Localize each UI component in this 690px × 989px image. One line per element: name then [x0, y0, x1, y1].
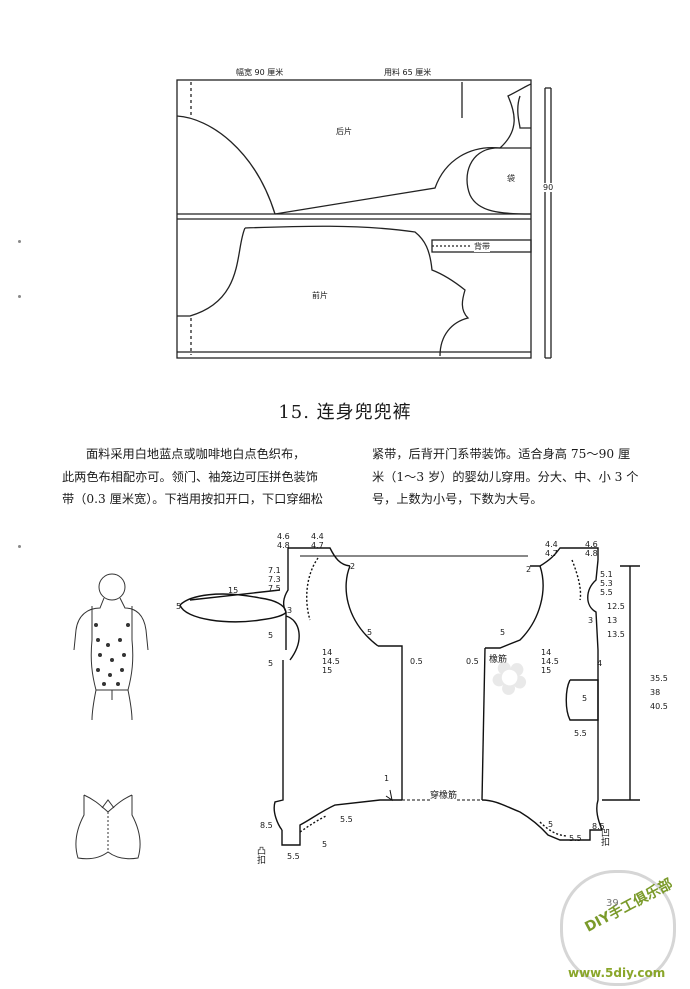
- desc-line-2: 此两色布相配亦可。领门、袖笼边可压拼色装饰: [62, 469, 318, 484]
- width-label: 幅宽 90 厘米: [236, 68, 284, 77]
- scan-dot: [18, 240, 21, 243]
- left-m-55: 5.5: [340, 815, 353, 824]
- elastic-through-label: 穿橡筋: [430, 791, 458, 801]
- description-column-2: 紧带，后背开门系带装饰。适合身高 75～90 厘 米（1～3 岁）的婴幼儿穿用。…: [372, 443, 672, 511]
- right-m-5b: 5: [582, 694, 588, 703]
- left-m-85: 8.5: [260, 821, 273, 830]
- right-m-3: 3: [588, 616, 594, 625]
- left-m-2: 2: [350, 562, 356, 571]
- desc-line-3: 带（0.3 厘米宽）。下裆用按扣开口，下口穿细松: [62, 492, 323, 506]
- description-column-1: 面料采用白地蓝点或咖啡地白点色织布， 此两色布相配亦可。领门、袖笼边可压拼色装饰…: [62, 443, 362, 511]
- pocket-shape: [466, 147, 532, 215]
- left-m-15: 15: [228, 586, 239, 595]
- section-title: 15. 连身兜兜裤: [278, 402, 412, 423]
- top-pattern-drawing: [176, 79, 552, 359]
- snap-convex-label: 凸扣: [257, 847, 267, 866]
- left-m-5a: 5: [176, 602, 182, 611]
- left-m-5e: 5: [367, 628, 373, 637]
- left-m-3: 3: [287, 606, 293, 615]
- front-piece-label: 前片: [312, 291, 328, 300]
- romper-illustration: [75, 794, 141, 860]
- site-url: www.5diy.com: [568, 966, 666, 980]
- right-m-5c: 5: [548, 820, 554, 829]
- page-number: 39: [606, 898, 619, 909]
- pocket-label: 袋: [507, 174, 515, 183]
- right-m-5a: 5: [500, 628, 506, 637]
- strap-label: 背带: [474, 241, 490, 252]
- diy-club-stamp: [560, 870, 676, 986]
- polka-dots: [94, 623, 130, 686]
- right-m-05: 0.5: [466, 657, 479, 666]
- back-piece-curve: [176, 115, 276, 215]
- arrow-marker: [385, 789, 393, 802]
- desc-line-1: 面料采用白地蓝点或咖啡地白点色织布，: [86, 447, 306, 461]
- back-piece-label: 后片: [336, 127, 352, 136]
- left-m-55b: 5.5: [287, 852, 300, 861]
- elastic-label: 橡筋: [489, 655, 508, 665]
- right-m-85: 8.5: [592, 822, 605, 831]
- desc-line-4: 紧带，后背开门系带装饰。适合身高 75～90 厘: [372, 447, 631, 461]
- left-m-05: 0.5: [410, 657, 423, 666]
- right-m-55b: 5.5: [569, 834, 582, 843]
- snap-concave-label: 凹扣: [601, 829, 611, 848]
- desc-line-5: 米（1～3 岁）的婴幼儿穿用。分大、中、小 3 个: [372, 469, 639, 484]
- scan-dot: [18, 295, 21, 298]
- right-m-4: 4: [597, 659, 603, 668]
- right-pattern-piece: [481, 547, 640, 841]
- left-m-1: 1: [384, 774, 390, 783]
- left-m-5c: 5: [268, 659, 274, 668]
- desc-line-6: 号，上数为小号，下数为大号。: [372, 492, 543, 506]
- left-m-5b: 5: [268, 631, 274, 640]
- right-m-55: 5.5: [574, 729, 587, 738]
- left-m-5f: 5: [322, 840, 328, 849]
- scan-dot: [18, 545, 21, 548]
- child-illustration: [73, 573, 149, 721]
- left-pattern-piece: [179, 547, 403, 846]
- usage-label: 用料 65 厘米: [384, 68, 432, 77]
- height-value: 90: [543, 183, 554, 192]
- right-m-2: 2: [526, 565, 532, 574]
